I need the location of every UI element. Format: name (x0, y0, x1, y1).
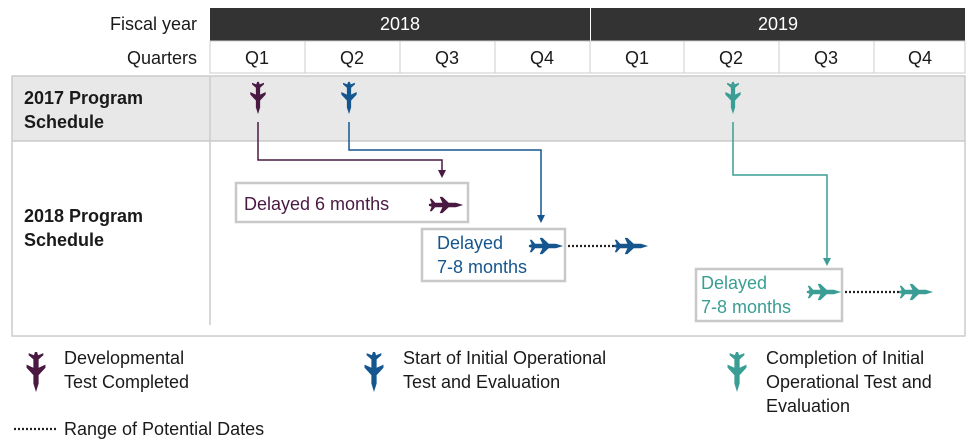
quarter-2018-q4: Q4 (530, 48, 554, 68)
developmental-delay-text: Delayed 6 months (244, 194, 389, 214)
row-2018-label-line2: Schedule (24, 230, 104, 250)
quarter-2019-q1: Q1 (625, 48, 649, 68)
legend-iote-start-line2: Test and Evaluation (403, 372, 560, 392)
legend-iote-completion-line2: Operational Test and (766, 372, 932, 392)
year-2019-bar (591, 8, 965, 41)
fighter-jet-icon (26, 352, 46, 392)
year-2018-label: 2018 (380, 14, 420, 34)
legend-developmental-line2: Test Completed (64, 372, 189, 392)
quarter-2018-q3: Q3 (435, 48, 459, 68)
quarter-2019-q3: Q3 (814, 48, 838, 68)
row-2017-label-line1: 2017 Program (24, 88, 143, 108)
legend-iote-start-line1: Start of Initial Operational (403, 348, 606, 368)
quarters-label: Quarters (127, 48, 197, 68)
year-2019-label: 2019 (758, 14, 798, 34)
quarter-2018-q1: Q1 (245, 48, 269, 68)
iote-start-delay-box: Delayed 7-8 months (420, 227, 567, 283)
quarters-grid (209, 40, 966, 74)
legend-iote-completion-line1: Completion of Initial (766, 348, 924, 368)
legend-range-label: Range of Potential Dates (64, 419, 264, 439)
iote-start-delay-line1: Delayed (437, 233, 503, 253)
fighter-jet-icon (364, 352, 384, 392)
developmental-delay-box: Delayed 6 months (234, 181, 470, 224)
iote-completion-delay-box: Delayed 7-8 months (694, 267, 844, 323)
quarters-header: Quarters Q1 Q2 Q3 Q4 Q1 Q2 Q3 Q4 (127, 40, 966, 74)
fighter-jet-icon (727, 352, 747, 392)
developmental-delay-arrow (257, 122, 446, 178)
iote-completion-delay-line1: Delayed (701, 273, 767, 293)
quarter-2018-q2: Q2 (340, 48, 364, 68)
legend-developmental-line1: Developmental (64, 348, 184, 368)
fiscal-year-label: Fiscal year (110, 14, 197, 34)
iote-start-delay-arrow (348, 122, 545, 223)
row-2018-label-line1: 2018 Program (24, 206, 143, 226)
iote-start-delay-line2: 7-8 months (437, 257, 527, 277)
iote-completion-delay-arrow (732, 122, 831, 266)
year-2018-bar (210, 8, 590, 41)
quarter-2019-q2: Q2 (719, 48, 743, 68)
row-2017-label-line2: Schedule (24, 112, 104, 132)
quarter-2019-q4: Q4 (908, 48, 932, 68)
legend: Developmental Test Completed Start of In… (14, 348, 932, 439)
legend-iote-completion-line3: Evaluation (766, 396, 850, 416)
iote-completion-delay-line2: 7-8 months (701, 297, 791, 317)
fiscal-year-header: Fiscal year 2018 2019 (110, 8, 965, 41)
row-2017-background (11, 75, 966, 142)
